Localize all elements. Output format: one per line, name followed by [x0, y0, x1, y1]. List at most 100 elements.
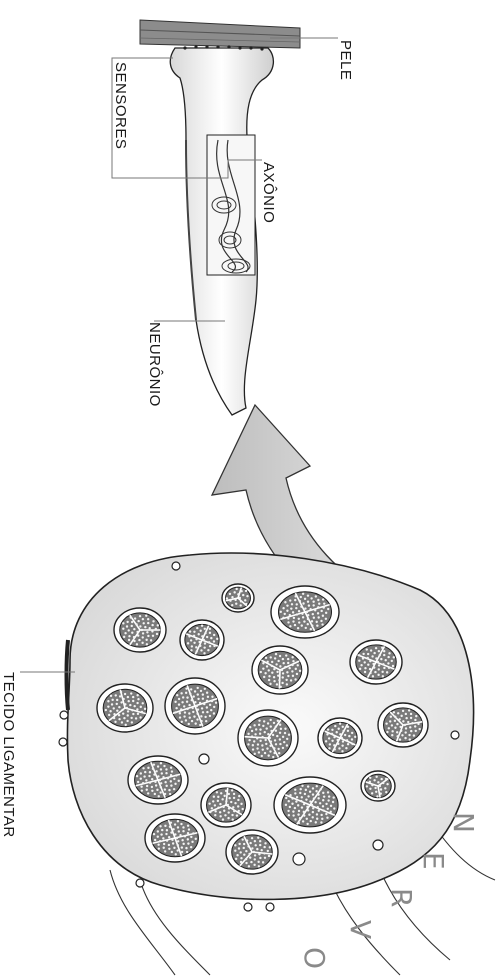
- fascicle-fiber: [252, 744, 254, 746]
- fascicle-fiber: [320, 814, 322, 816]
- fascicle-fiber: [287, 621, 289, 623]
- fascicle-fiber: [396, 735, 398, 737]
- fascicle-fiber: [211, 807, 213, 809]
- fascicle-fiber: [157, 844, 159, 846]
- fascicle-fiber: [290, 679, 292, 681]
- fascicle-fiber: [273, 680, 275, 682]
- fascicle-fiber: [214, 814, 216, 816]
- fascicle-fiber: [243, 843, 245, 845]
- fascicle-fiber: [322, 615, 324, 617]
- fascicle-fiber: [316, 625, 318, 627]
- fascicle-fiber: [385, 778, 387, 780]
- fascicle-fiber: [301, 796, 303, 798]
- fascicle-fiber: [399, 726, 401, 728]
- fascicle-fiber: [310, 820, 312, 822]
- fascicle-fiber: [402, 720, 404, 722]
- fascicle-fiber: [242, 838, 244, 840]
- fascicle-fiber: [152, 635, 154, 637]
- fascicle-fiber: [137, 620, 139, 622]
- fascicle-fiber: [313, 797, 315, 799]
- fascicle-fiber: [281, 669, 283, 671]
- fascicle-fiber: [256, 737, 258, 739]
- fascicle-fiber: [331, 733, 333, 735]
- fascicle-fiber: [400, 730, 402, 732]
- fascicle-fiber: [327, 799, 329, 801]
- fascicle-fiber: [168, 844, 170, 846]
- fascicle-fiber: [269, 745, 271, 747]
- fascicle-fiber: [316, 818, 318, 820]
- fascicle-fiber: [320, 788, 322, 790]
- fascicle-fiber: [132, 713, 134, 715]
- fascicle-fiber: [347, 743, 349, 745]
- fascicle-fiber: [154, 781, 156, 783]
- fascicle-fiber: [309, 791, 311, 793]
- fascicle-fiber: [375, 776, 377, 778]
- fascicle-fiber: [230, 801, 232, 803]
- fascicle-fiber: [123, 717, 125, 719]
- fascicle-fiber: [200, 690, 202, 692]
- fascicle-fiber: [302, 593, 304, 595]
- fascicle-fiber: [274, 739, 276, 741]
- fascicle-fiber: [184, 835, 186, 837]
- fascicle-fiber: [288, 814, 290, 816]
- fascicle-fiber: [269, 683, 271, 685]
- fascicle-fiber: [170, 774, 172, 776]
- fascicle-fiber: [292, 814, 294, 816]
- fascicle-fiber: [367, 653, 369, 655]
- fascicle-fiber: [312, 604, 314, 606]
- fascicle-fiber: [171, 770, 173, 772]
- fascicle-fiber: [322, 792, 324, 794]
- fascicle-fiber: [286, 671, 288, 673]
- fascicle-fiber: [290, 607, 292, 609]
- fascicle-fiber: [133, 636, 135, 638]
- fascicle-fiber: [113, 713, 115, 715]
- fascicle-fiber: [267, 850, 269, 852]
- fascicle-fiber: [204, 642, 206, 644]
- fascicle-fiber: [208, 641, 210, 643]
- fascicle-fiber: [266, 747, 268, 749]
- fascicle-fiber: [180, 823, 182, 825]
- fascicle-fiber: [195, 646, 197, 648]
- fascicle-fiber: [176, 849, 178, 851]
- fascicle-fiber: [394, 727, 396, 729]
- fascicle-fiber: [141, 711, 143, 713]
- fascicle-fiber: [191, 707, 193, 709]
- fascicle-fiber: [176, 694, 178, 696]
- fascicle-fiber: [157, 836, 159, 838]
- fascicle-fiber: [197, 687, 199, 689]
- fascicle-fiber: [318, 603, 320, 605]
- fascicle-fiber: [329, 743, 331, 745]
- fascicle-fiber: [305, 789, 307, 791]
- fascicle-fiber: [410, 713, 412, 715]
- fascicle-fiber: [258, 724, 260, 726]
- fascicle-fiber: [304, 793, 306, 795]
- fascicle-fiber: [127, 710, 129, 712]
- fascicle-fiber: [287, 658, 289, 660]
- fascicle-fiber: [197, 708, 199, 710]
- fascicle-fiber: [342, 740, 344, 742]
- fascicle-fiber: [282, 607, 284, 609]
- fascicle-fiber: [136, 708, 138, 710]
- fascicle-fiber: [405, 717, 407, 719]
- label-sensores: SENSORES: [112, 62, 129, 149]
- fascicle-fiber: [122, 627, 124, 629]
- fascicle-fiber: [173, 847, 175, 849]
- fascicle-fiber: [342, 726, 344, 728]
- fascicle-fiber: [183, 705, 185, 707]
- label-neuronio: NEURÔNIO: [146, 322, 163, 407]
- fascicle-fiber: [141, 642, 143, 644]
- fascicle-fiber: [405, 727, 407, 729]
- fascicle-fiber: [390, 716, 392, 718]
- fascicle-fiber: [179, 834, 181, 836]
- fascicle-fiber: [246, 839, 248, 841]
- fascicle-fiber: [196, 650, 198, 652]
- fascicle-fiber: [280, 611, 282, 613]
- fascicle-fiber: [367, 663, 369, 665]
- fascicle-fiber: [285, 654, 287, 656]
- fascicle-fiber: [383, 667, 385, 669]
- fascicle-fiber: [134, 617, 136, 619]
- fascicle-fiber: [415, 730, 417, 732]
- fascicle-fiber: [388, 652, 390, 654]
- fascicle-fiber: [312, 816, 314, 818]
- fascicle-fiber: [281, 682, 283, 684]
